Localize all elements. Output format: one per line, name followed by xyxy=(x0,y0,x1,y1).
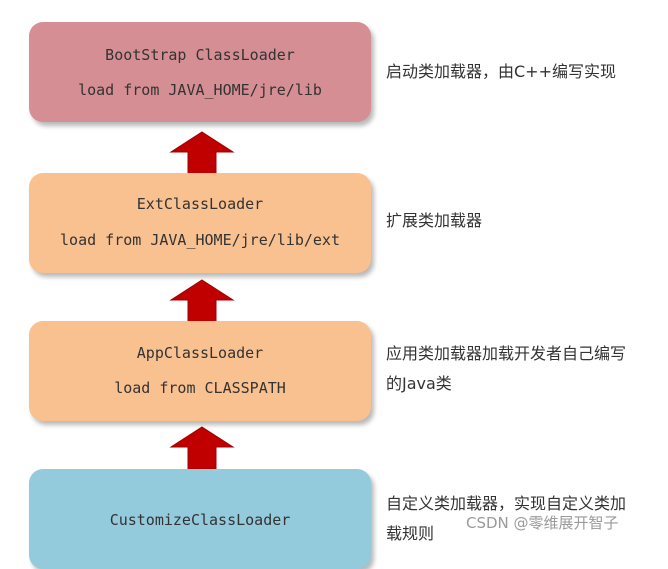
app-classloader-title: AppClassLoader xyxy=(136,344,264,362)
app-classloader-box: AppClassLoader load from CLASSPATH xyxy=(29,321,371,421)
customize-classloader-description-line1: 自定义类加载器，实现自定义类加 xyxy=(386,494,627,513)
customize-classloader-title: CustomizeClassLoader xyxy=(109,511,291,529)
ext-classloader-box: ExtClassLoader load from JAVA_HOME/jre/l… xyxy=(29,173,371,273)
ext-classloader-title: ExtClassLoader xyxy=(136,195,264,213)
customize-classloader-description-line2: 载规则 xyxy=(386,524,435,543)
up-arrow-icon xyxy=(169,279,235,323)
app-classloader-description-line2: 的Java类 xyxy=(386,374,452,393)
customize-classloader-description: 自定义类加载器，实现自定义类加 载规则 xyxy=(386,489,656,549)
up-arrow-icon xyxy=(169,131,235,175)
bootstrap-classloader-box: BootStrap ClassLoader load from JAVA_HOM… xyxy=(29,22,371,122)
app-classloader-description-line1: 应用类加载器加载开发者自己编写 xyxy=(386,344,627,363)
app-classloader-description: 应用类加载器加载开发者自己编写 的Java类 xyxy=(386,339,656,399)
app-classloader-path: load from CLASSPATH xyxy=(114,379,286,397)
ext-classloader-description: 扩展类加载器 xyxy=(386,211,483,230)
up-arrow-icon xyxy=(169,426,235,470)
customize-classloader-box: CustomizeClassLoader xyxy=(29,469,371,569)
bootstrap-classloader-description: 启动类加载器，由C++编写实现 xyxy=(386,62,616,81)
ext-classloader-path: load from JAVA_HOME/jre/lib/ext xyxy=(60,231,340,249)
bootstrap-classloader-path: load from JAVA_HOME/jre/lib xyxy=(78,81,322,99)
bootstrap-classloader-title: BootStrap ClassLoader xyxy=(105,46,295,64)
csdn-watermark: CSDN @零维展开智子 xyxy=(466,514,619,532)
